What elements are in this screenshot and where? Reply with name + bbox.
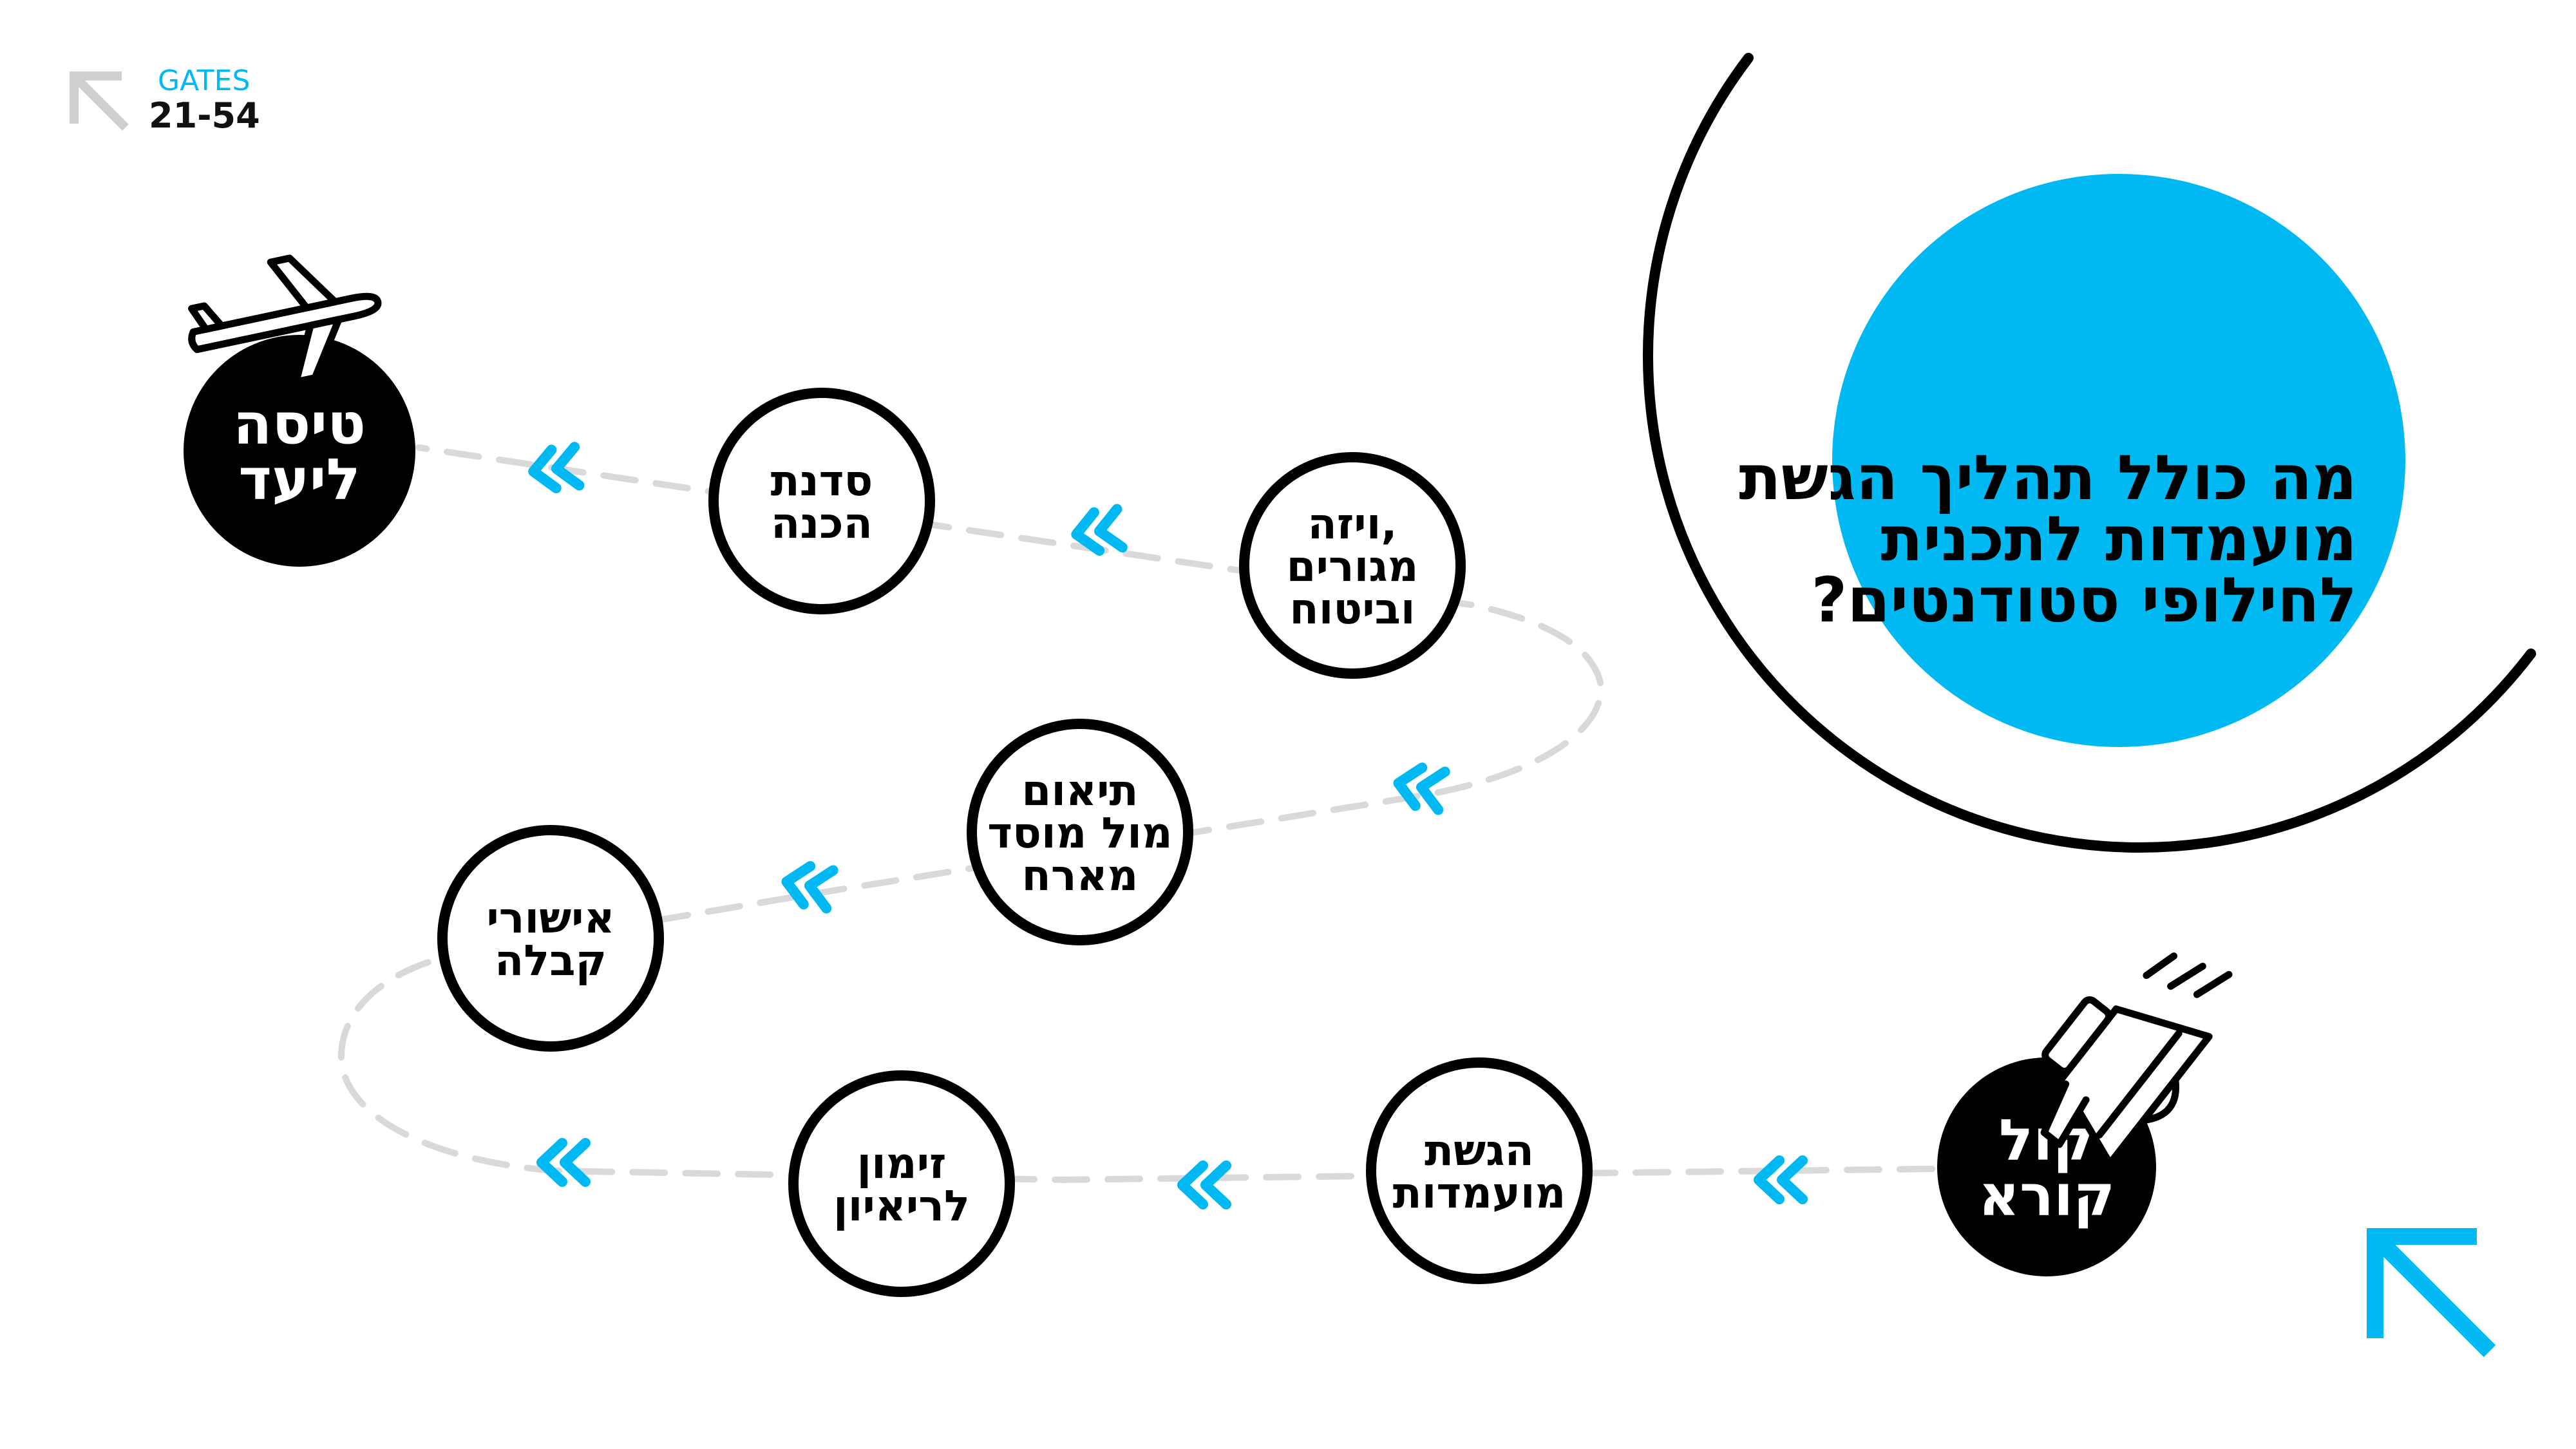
step-label-line: אישורי bbox=[486, 893, 614, 943]
step-label-line: ויזה, bbox=[1308, 499, 1397, 549]
step-label-line: טיסה bbox=[233, 391, 366, 457]
double-chevron-left-icon bbox=[528, 442, 585, 494]
step-circle bbox=[184, 335, 415, 567]
title-line: לחילופי סטודנטים? bbox=[1812, 564, 2358, 636]
step-label-line: מגורים bbox=[1286, 542, 1418, 591]
step-label-line: תיאום bbox=[1021, 766, 1138, 815]
double-chevron-left-icon bbox=[1071, 504, 1128, 556]
step-label-line: מול מוסד bbox=[987, 808, 1172, 858]
step-label-line: מארח bbox=[1022, 851, 1139, 900]
step-label-line: הגשת bbox=[1425, 1126, 1534, 1175]
double-chevron-left-icon bbox=[1393, 762, 1450, 815]
decorative-arc bbox=[1643, 53, 2536, 853]
gates-logo: GATES 21-54 bbox=[70, 64, 260, 136]
title-blue-circle bbox=[1832, 174, 2405, 747]
step-label-line: ליעד bbox=[238, 446, 361, 513]
double-chevron-left-icon bbox=[1177, 1160, 1231, 1209]
step-label-line: לריאיון bbox=[833, 1181, 970, 1231]
step-circle bbox=[788, 1070, 1015, 1297]
step-label-line: קבלה bbox=[495, 936, 607, 985]
arrow-up-left-icon bbox=[2367, 1228, 2496, 1358]
arrow-up-left-icon bbox=[70, 71, 129, 131]
double-chevron-left-icon bbox=[1754, 1155, 1808, 1204]
step-label-line: וביטוח bbox=[1289, 584, 1415, 634]
double-chevron-left-icon bbox=[536, 1138, 591, 1187]
step-circle bbox=[708, 388, 935, 614]
title-line: מה כולל תהליך הגשת bbox=[1739, 442, 2357, 514]
step-circle bbox=[967, 719, 1193, 945]
step-label-line: זימון bbox=[857, 1139, 947, 1188]
step-label-line: מועמדות bbox=[1393, 1168, 1566, 1218]
title-line: מועמדות לתכנית bbox=[1880, 503, 2357, 575]
step-label-line: סדנת bbox=[771, 456, 873, 506]
direction-chevrons bbox=[528, 442, 1808, 1209]
step-circle bbox=[1239, 452, 1466, 679]
double-chevron-left-icon bbox=[781, 861, 838, 914]
step-circle bbox=[1366, 1057, 1593, 1284]
logo-bottom-text: 21-54 bbox=[149, 95, 260, 136]
step-label-line: קורא bbox=[1978, 1162, 2115, 1229]
airplane-icon bbox=[188, 254, 382, 386]
megaphone-icon bbox=[2040, 952, 2233, 1168]
step-circle bbox=[437, 825, 664, 1052]
logo-top-text: GATES bbox=[158, 64, 250, 97]
step-label-line: הכנה bbox=[771, 498, 873, 548]
